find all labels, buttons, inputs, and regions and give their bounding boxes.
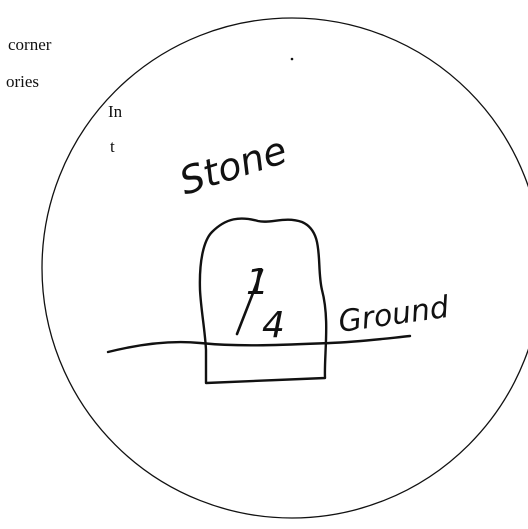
ground-line [108, 336, 410, 352]
ground-label: Ground [336, 290, 452, 340]
stone-label: Stone [174, 128, 292, 204]
ink-dot [291, 58, 294, 61]
circle-outline [42, 18, 528, 518]
fraction-denominator: 4 [262, 305, 285, 346]
